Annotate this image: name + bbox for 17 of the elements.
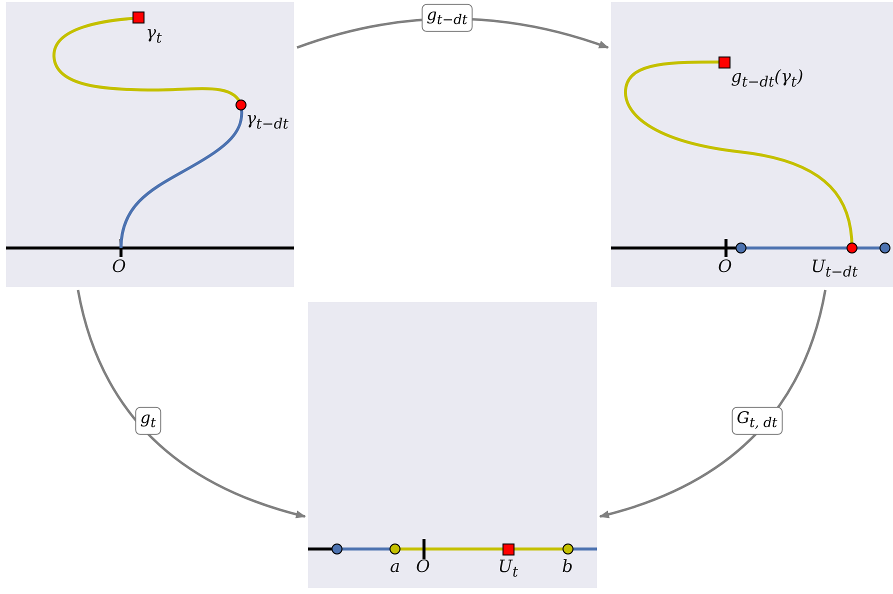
point-label: U$_{t−dt}$ <box>811 258 858 282</box>
curved-arrow <box>76 290 306 518</box>
point-label: O <box>416 558 430 576</box>
point-label: γ$_{t}$ <box>146 24 162 48</box>
edge-label: G$_{t, dt}$ <box>732 406 782 436</box>
plot-panel <box>308 302 597 588</box>
point-label: b <box>562 558 573 576</box>
point-label: γ$_{t−dt}$ <box>246 110 288 134</box>
point-label: U$_{t}$ <box>498 558 518 582</box>
edge-label: g$_{t−dt}$ <box>422 4 472 32</box>
point-label: O <box>112 258 126 276</box>
point-label: g$_{t−dt}$(γ$_{t}$) <box>731 68 804 92</box>
curved-arrow <box>599 290 827 518</box>
edge-label: g$_{t}$ <box>135 406 161 436</box>
plot-panel <box>611 2 893 287</box>
point-label: a <box>390 558 400 576</box>
point-label: O <box>718 258 732 276</box>
